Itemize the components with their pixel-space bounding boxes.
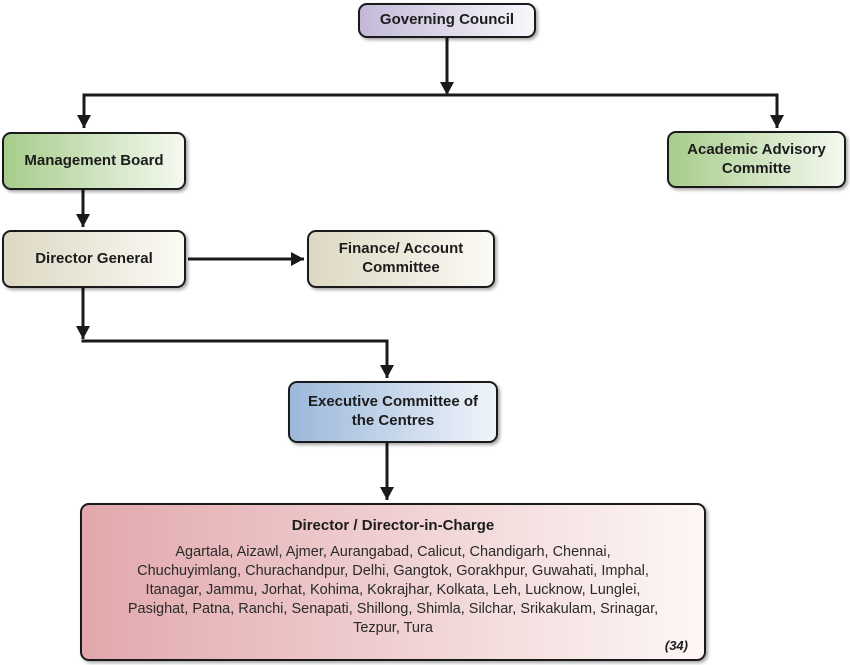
director-in-charge-title: Director / Director-in-Charge: [291, 517, 495, 534]
node-executive-committee-of-the-centres: Executive Committee of the Centres: [288, 381, 498, 443]
node-director-general: Director General: [2, 230, 186, 288]
node-finance-account-committee: Finance/ Account Committee: [307, 230, 495, 288]
node-management-board-label: Management Board: [24, 151, 164, 169]
node-director-in-charge: Director / Director-in-Charge Agartala, …: [80, 503, 706, 661]
centres-list-line: Agartala, Aizawl, Ajmer, Aurangabad, Cal…: [175, 544, 611, 560]
node-executive-committee-label: Executive Committee of the Centres: [307, 393, 479, 429]
node-academic-advisory-committe: Academic Advisory Committe: [667, 131, 846, 188]
centres-list-line: Itanagar, Jammu, Jorhat, Kohima, Kokrajh…: [145, 582, 641, 598]
node-governing-council-label: Governing Council: [379, 11, 515, 29]
centres-list-line: Chuchuyimlang, Churachandpur, Delhi, Gan…: [137, 563, 649, 579]
node-governing-council: Governing Council: [358, 3, 536, 38]
node-management-board: Management Board: [2, 132, 186, 190]
node-director-general-label: Director General: [35, 249, 153, 267]
node-academic-advisory-committe-label: Academic Advisory Committe: [687, 140, 826, 177]
centres-list-line: Tezpur, Tura: [353, 620, 433, 636]
node-finance-account-committee-label: Finance/ Account Committee: [338, 240, 464, 276]
centres-list-line: Pasighat, Patna, Ranchi, Senapati, Shill…: [127, 601, 659, 617]
centres-count-badge: (34): [664, 638, 688, 653]
